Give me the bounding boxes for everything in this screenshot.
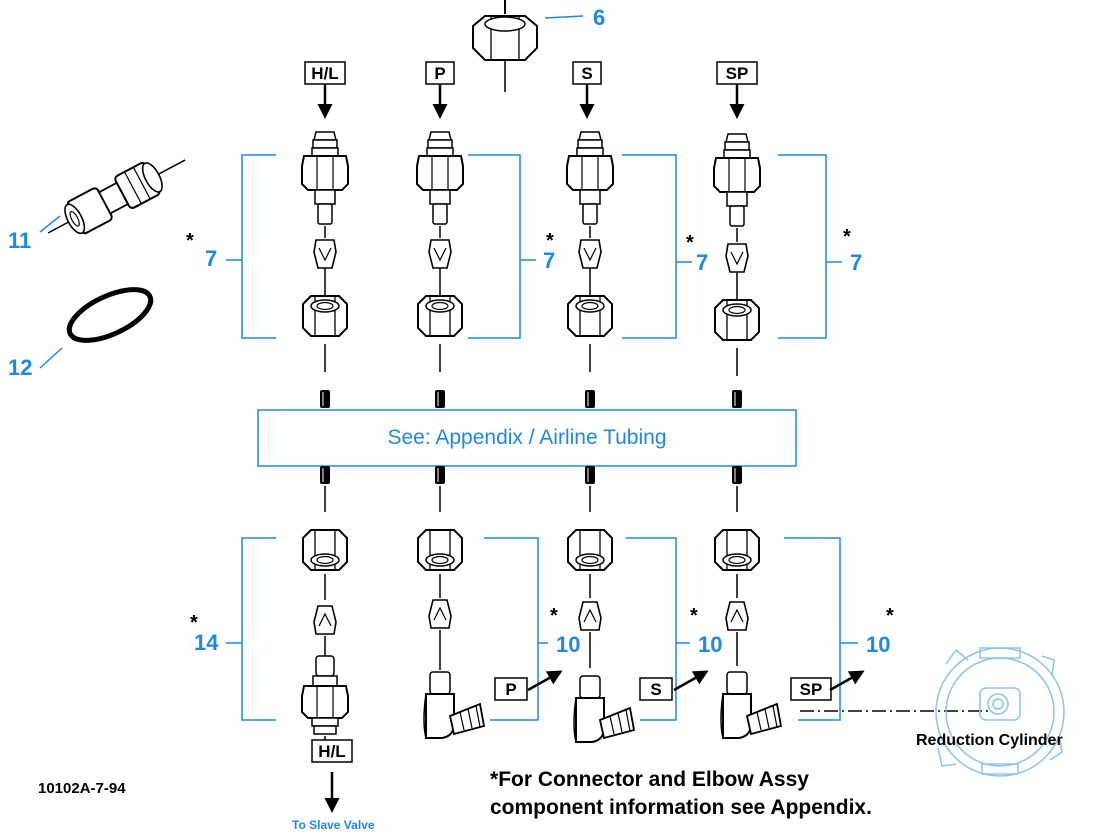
- top-port-label: P: [434, 64, 445, 83]
- appendix-box-label: See: Appendix / Airline Tubing: [387, 426, 667, 449]
- bottom-port-label: P: [505, 680, 516, 699]
- top-port-s: S: [572, 61, 602, 119]
- top-port-p: P: [425, 61, 455, 119]
- reduction-cylinder-label: Reduction Cylinder: [916, 732, 1063, 749]
- asterisk-7-sp: *: [843, 226, 851, 248]
- footnote-line1: For Connector and Elbow Assy: [498, 768, 809, 791]
- bottom-port-p: P: [494, 670, 563, 701]
- callout-6: 6: [593, 5, 606, 30]
- callout-12: 12: [8, 355, 33, 380]
- drawing-number: 10102A-7-94: [38, 780, 126, 797]
- top-port-label: H/L: [311, 64, 338, 83]
- top-port-labels: H/L P S SP: [304, 61, 758, 119]
- asterisk-14: *: [190, 612, 198, 634]
- top-port-label: SP: [726, 64, 749, 83]
- callout-14: 14: [194, 630, 219, 655]
- bottom-column-p: [417, 465, 485, 739]
- callout-10-p: 10: [556, 632, 581, 657]
- bottom-column-hl: [301, 465, 349, 750]
- top-connector-column-sp: [713, 133, 761, 409]
- callout-7-p: 7: [543, 248, 556, 273]
- asterisk-10-sp: *: [886, 605, 894, 627]
- footnote-line2: component information see Appendix.: [490, 796, 872, 819]
- union-fitting: [47, 159, 186, 235]
- top-port-hl: H/L: [304, 61, 346, 119]
- asterisk-7-s: *: [686, 232, 694, 254]
- asterisk-7-p: *: [546, 230, 554, 252]
- bottom-port-label: S: [650, 680, 661, 699]
- footnote-asterisk: *: [490, 768, 499, 791]
- callout-7-hl: 7: [205, 246, 218, 271]
- bottom-port-hl: H/L: [311, 739, 353, 763]
- top-nut: [472, 0, 584, 92]
- top-brackets: [226, 154, 842, 339]
- footnote: *For Connector and Elbow Assy component …: [490, 766, 872, 822]
- o-ring: [66, 287, 154, 343]
- top-connector-column-p: [416, 131, 464, 409]
- callout-10-sp: 10: [866, 632, 891, 657]
- bottom-column-sp: [714, 465, 782, 739]
- callout-11: 11: [8, 228, 32, 253]
- asterisk-7-hl: *: [186, 230, 194, 252]
- callout-7-sp: 7: [850, 250, 863, 275]
- top-port-label: S: [581, 64, 592, 83]
- callout-7-s: 7: [696, 250, 709, 275]
- bottom-column-s: [567, 465, 635, 743]
- asterisk-10-s: *: [690, 605, 698, 627]
- reduction-cylinder-icon: [935, 647, 1065, 777]
- callout-10-s: 10: [698, 632, 723, 657]
- bottom-port-s: S: [639, 670, 709, 701]
- bottom-port-labels: H/L P S SP: [311, 670, 865, 763]
- asterisk-10-p: *: [550, 605, 558, 627]
- bottom-port-label: H/L: [318, 742, 345, 761]
- bottom-port-label: SP: [800, 680, 823, 699]
- bottom-brackets: [226, 537, 858, 721]
- top-connector-column-s: [566, 131, 614, 409]
- top-connector-column-hl: [301, 131, 349, 409]
- to-slave-valve-label: To Slave Valve: [292, 818, 375, 832]
- top-port-sp: SP: [716, 61, 758, 119]
- appendix-box: [257, 409, 797, 467]
- bottom-port-sp: SP: [790, 670, 865, 701]
